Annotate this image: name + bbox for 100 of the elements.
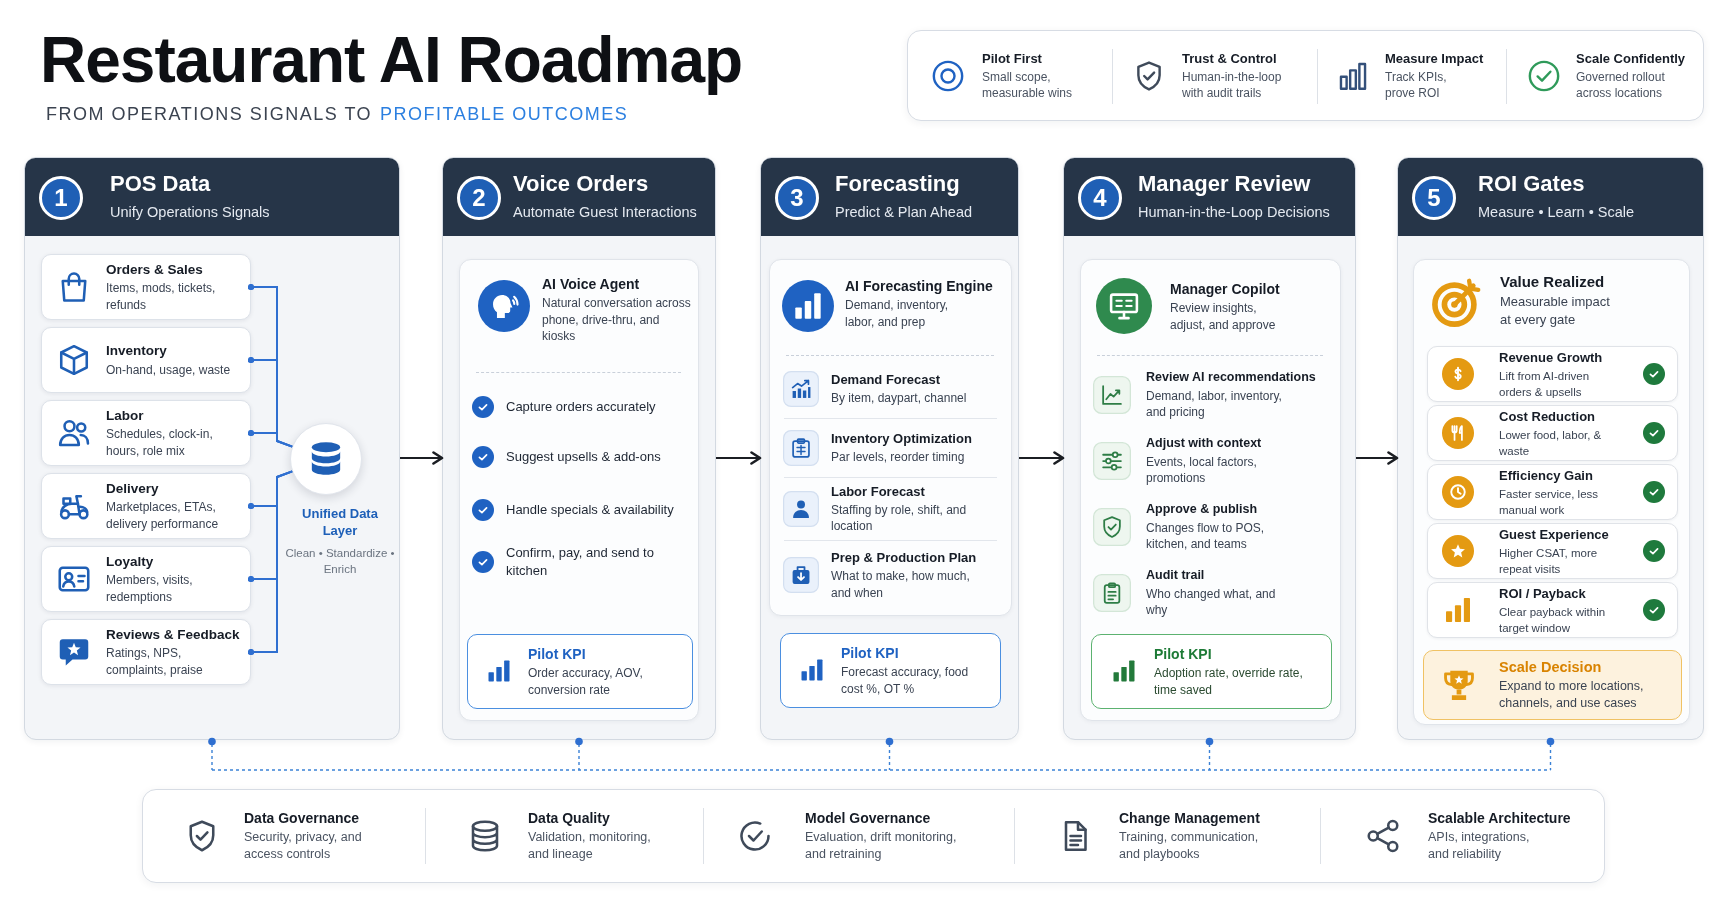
outcome-description: Lift from AI-driven orders & upsells	[1499, 368, 1591, 400]
principle-title: Pilot First	[982, 49, 1042, 67]
outcome-card	[1427, 523, 1678, 579]
panel-description: Review insights, adjust, and approve	[1170, 300, 1277, 333]
row-title: Labor Forecast	[831, 482, 925, 500]
data-source-card	[41, 546, 251, 612]
data-hub-circle	[290, 423, 362, 495]
card-title: Loyalty	[106, 552, 154, 571]
kpi-title: Pilot KPI	[528, 645, 586, 663]
principle-title: Trust & Control	[1182, 49, 1277, 67]
card-title: Delivery	[106, 479, 159, 498]
panel-description: Measurable impact at every gate	[1500, 293, 1611, 328]
row-description: Par levels, reorder timing	[831, 448, 966, 466]
kpi-callout	[780, 633, 1001, 708]
card-description: On-hand, usage, waste	[106, 361, 232, 378]
column-title: POS Data	[110, 170, 212, 198]
principle-title: Measure Impact	[1385, 49, 1484, 67]
row-title: Prep & Production Plan	[831, 549, 977, 566]
row-description: Events, local factors, promotions	[1146, 453, 1258, 487]
card-title: Labor	[106, 406, 144, 425]
column-subtitle: Measure • Learn • Scale	[1478, 203, 1635, 222]
stage-column	[24, 157, 400, 740]
kpi-description: Forecast accuracy, food cost %, OT %	[841, 664, 969, 697]
decision-description: Expand to more locations, channels, and use cases	[1499, 678, 1645, 713]
panel-description: Natural conversation across phone, drive-thru, and kiosks	[542, 295, 692, 345]
foundation-title: Change Management	[1119, 809, 1260, 827]
card-description: Schedules, clock-in, hours, role mix	[106, 426, 214, 460]
card-description: Ratings, NPS, complaints, praise	[106, 645, 204, 679]
row-title: Approve & publish	[1146, 501, 1258, 518]
row-description: What to make, how much, and when	[831, 568, 971, 601]
stage-column	[442, 157, 716, 740]
feature-panel	[1080, 259, 1341, 721]
kpi-description: Order accuracy, AOV, conversion rate	[528, 665, 644, 698]
column-subtitle: Unify Operations Signals	[110, 203, 270, 222]
feature-panel	[769, 259, 1012, 616]
row-description: By item, daypart, channel	[831, 390, 968, 407]
row-description: Changes flow to POS, kitchen, and teams	[1146, 519, 1266, 553]
foundation-description: APIs, integrations, and reliability	[1428, 829, 1531, 863]
row-description: Who changed what, and why	[1146, 585, 1277, 619]
row-title: Demand Forecast	[831, 371, 941, 389]
card-title: Inventory	[106, 342, 167, 360]
hub-label: Unified Data Layer	[301, 505, 379, 539]
feature-panel	[459, 259, 699, 721]
panel-title: AI Forecasting Engine	[845, 277, 993, 295]
data-source-card	[41, 254, 251, 320]
data-source-card	[41, 327, 251, 393]
arrow	[715, 451, 762, 465]
foundation-title: Model Governance	[805, 809, 931, 827]
data-source-card	[41, 473, 251, 539]
foundation-description: Validation, monitoring, and lineage	[528, 829, 652, 863]
column-title: Manager Review	[1138, 170, 1312, 198]
row-description: Demand, labor, inventory, and pricing	[1146, 387, 1283, 421]
decision-title: Scale Decision	[1499, 657, 1602, 677]
card-description: Items, mods, tickets, refunds	[106, 280, 217, 314]
panel-title: AI Voice Agent	[542, 275, 640, 293]
outcome-title: Revenue Growth	[1499, 348, 1603, 366]
foundation-description: Evaluation, drift monitoring, and retraining	[805, 829, 958, 863]
data-source-card	[41, 400, 251, 466]
principle-description: Track KPIs, prove ROI	[1385, 68, 1448, 102]
kpi-callout	[1091, 634, 1332, 709]
checklist-item: Handle specials & availability	[506, 501, 674, 519]
foundation-description: Security, privacy, and access controls	[244, 829, 362, 863]
column-subtitle: Predict & Plan Ahead	[835, 203, 973, 222]
arrow	[1018, 451, 1065, 465]
stage-column	[1063, 157, 1356, 740]
checklist-item: Confirm, pay, and send to kitchen	[506, 544, 655, 580]
connector-line	[247, 470, 294, 656]
outcome-description: Faster service, less manual work	[1499, 486, 1600, 518]
outcome-card	[1427, 464, 1678, 520]
row-title: Audit trail	[1146, 567, 1205, 584]
data-source-card	[41, 619, 251, 685]
foundation-title: Data Quality	[528, 809, 610, 827]
foundation-description: Training, communication, and playbooks	[1119, 829, 1260, 863]
feature-panel	[1413, 259, 1690, 725]
card-title: Orders & Sales	[106, 260, 203, 279]
kpi-description: Adoption rate, override rate, time saved	[1154, 665, 1304, 698]
outcome-card	[1427, 405, 1678, 461]
foundation-title: Data Governance	[244, 809, 360, 827]
row-title: Adjust with context	[1146, 435, 1262, 452]
foundation-title: Scalable Architecture	[1428, 809, 1571, 827]
column-title: Forecasting	[835, 170, 961, 198]
outcome-title: Guest Experience	[1499, 525, 1609, 543]
outcome-description: Lower food, labor, & waste	[1499, 427, 1603, 459]
decision-callout	[1423, 650, 1682, 720]
outcome-title: Cost Reduction	[1499, 407, 1596, 425]
outcome-description: Clear payback within target window	[1499, 604, 1607, 636]
subtitle: FROM OPERATIONS SIGNALS TO	[46, 103, 373, 126]
principle-title: Scale Confidently	[1576, 49, 1686, 67]
outcome-title: ROI / Payback	[1499, 584, 1586, 602]
subtitle-highlight: PROFITABLE OUTCOMES	[380, 103, 629, 126]
row-title: Review AI recommendations	[1146, 369, 1316, 386]
column-subtitle: Automate Guest Interactions	[513, 203, 697, 222]
kpi-callout	[467, 634, 693, 709]
column-title: ROI Gates	[1478, 170, 1586, 198]
card-title: Reviews & Feedback	[106, 625, 240, 644]
card-description: Members, visits, redemptions	[106, 572, 194, 606]
arrow	[1355, 451, 1399, 465]
principles-bar	[907, 30, 1704, 121]
stage-column	[1397, 157, 1704, 740]
connector-line	[247, 429, 294, 448]
